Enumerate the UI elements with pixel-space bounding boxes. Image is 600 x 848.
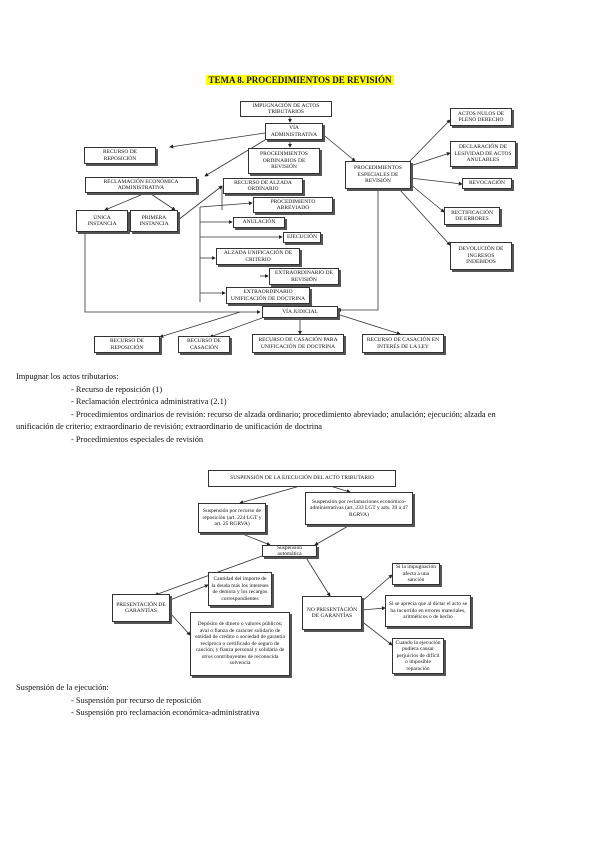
devolucion-box: DEVOLUCIÓN DE INGRESOS INDEBIDOS [450, 242, 512, 270]
alzada-unificacion-box: ALZADA UNIFICACIÓN DE CRITERIO [216, 248, 300, 265]
ejecucion-box: EJECUCIÓN [283, 232, 321, 243]
revocacion-box: REVOCACIÓN [462, 178, 512, 189]
recurso-reposicion-box: RECURSO DE REPOSICIÓN [84, 147, 156, 164]
alzada-ordinario-box: RECURSO DE ALZADA ORDINARIO [223, 178, 303, 194]
via-judicial-box: VÍA JUDICIAL [262, 306, 338, 318]
procedimientos-especiales-box: PROCEDIMIENTOS ESPECIALES DE REVISIÓN [345, 161, 411, 189]
extraordinario-revision-box: EXTRAORDINARIO DE REVISIÓN [269, 268, 339, 285]
list1-item: - Reclamación electrónica administrativa… [71, 397, 227, 406]
list1-heading: Impugnar los actos tributarios: [16, 372, 119, 381]
via-administrativa-box: VÍA ADMINISTRATIVA [265, 123, 323, 140]
no-garantia-sancion-box: Si la impugnación afecta a una sanción [392, 563, 440, 585]
procedimientos-ordinarios-box: PROCEDIMIENTOS ORDINARIOS DE REVISIÓN [248, 148, 320, 174]
rectificacion-box: RECTIFICACIÓN DE ERRORES [444, 207, 500, 225]
list1-item: - Procedimientos ordinarios de revisión:… [71, 409, 496, 419]
judicial-reposicion-box: RECURSO DE REPOSICIÓN [94, 336, 160, 353]
impugnacion-box: IMPUGNACIÓN DE ACTOS TRIBUTARIOS [240, 101, 332, 117]
extraordinario-unificacion-box: EXTRAORDINARIO UNIFICACIÓN DE DOCTRINA [226, 287, 310, 304]
impugnar-list: Impugnar los actos tributarios: - Recurs… [16, 371, 591, 446]
no-garantia-perjuicios-box: Cuando la ejecución pudiera causar perju… [392, 638, 444, 674]
anulacion-box: ANULACIÓN [233, 217, 285, 228]
garantia-importe-box: Cantidad del importe de la deuda más los… [208, 572, 272, 606]
page-title: TEMA 8. PROCEDIMIENTOS DE REVISIÓN [206, 75, 394, 85]
unica-instancia-box: ÚNICA INSTANCIA [76, 210, 128, 232]
por-recurso-box: Suspensión por recurso de reposición (ar… [198, 503, 266, 533]
list1-item: - Procedimientos especiales de revisión [71, 434, 204, 444]
suspension-list: Suspensión de la ejecución: - Suspensión… [16, 682, 591, 720]
casacion-unificacion-box: RECURSO DE CASACIÓN PARA UNIFICACIÓN DE … [252, 334, 344, 353]
casacion-ley-box: RECURSO DE CASACIÓN EN INTERÉS DE LA LEY [362, 334, 444, 353]
suspension-box: Suspensión automática [262, 545, 317, 557]
presentacion-garantias-box: PRESENTACIÓN DE GARANTÍAS [112, 594, 170, 622]
no-presentacion-garantias-box: NO PRESENTACIÓN DE GARANTÍAS [302, 596, 362, 630]
list2-item: - Suspensión por recurso de reposición [71, 695, 202, 705]
garantia-tipos-box: Depósito de dinero o valores públicos; a… [190, 612, 290, 676]
list2-heading: Suspensión de la ejecución: [16, 683, 109, 692]
primera-instancia-box: PRIMERA INSTANCIA [130, 210, 178, 232]
por-reclamacion-box: Suspensión por reclamaciones económico-a… [305, 492, 413, 525]
suspension-title-box: SUSPENSIÓN DE LA EJECUCIÓN DEL ACTO TRIB… [208, 470, 396, 487]
casacion-box: RECURSO DE CASACIÓN [178, 336, 230, 353]
list1-item: unificación de criterio; extraordinario … [16, 422, 323, 431]
list2-item: - Suspensión pro reclamación económica-a… [71, 708, 260, 717]
lesividad-box: DECLARACIÓN DE LESIVIDAD DE ACTOS ANULAB… [450, 141, 516, 167]
actos-nulos-box: ACTOS NULOS DE PLENO DERECHO [450, 108, 512, 126]
reclamacion-box: RECLAMACIÓN ECONÓMICA ADMINISTRATIVA [85, 177, 197, 193]
abreviado-box: PROCEDIMIENTO ABREVIADO [253, 197, 333, 213]
list1-item: - Recurso de reposición (1) [71, 384, 163, 394]
no-garantia-errores-box: Si se aprecia que al dictar el acto se h… [385, 595, 471, 627]
